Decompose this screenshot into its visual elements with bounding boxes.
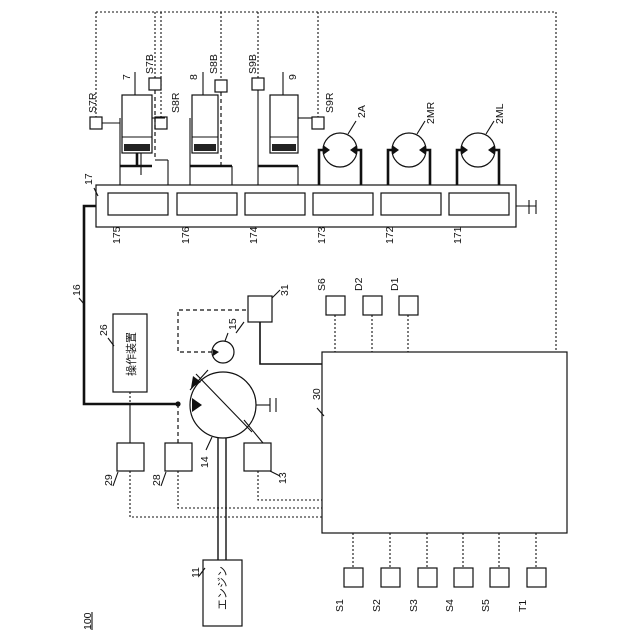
sensor-s1: S1 xyxy=(334,533,363,612)
sensor-s4-label: S4 xyxy=(444,599,456,612)
sensor-s7r-label: S7R xyxy=(87,92,99,113)
sensor-s5: S5 xyxy=(480,533,509,612)
spool-173-label: 173 xyxy=(316,226,328,244)
engine-ref: 11 xyxy=(190,567,202,578)
boom-cylinder-label: 7 xyxy=(121,74,133,80)
regulator-label: 31 xyxy=(279,284,291,296)
motor-2mr: 2MR xyxy=(388,101,437,185)
sensor-13: 13 xyxy=(244,420,322,500)
sensor-s3-label: S3 xyxy=(408,599,420,612)
pilot-pump-label: 15 xyxy=(227,318,239,330)
line-16-label: 16 xyxy=(71,284,83,296)
motor-2ml-label: 2ML xyxy=(494,103,506,124)
pilot-pump: 15 xyxy=(178,310,254,363)
sensor-s7r: S7R xyxy=(87,92,120,129)
engine-name: エンジン xyxy=(216,566,229,610)
sensor-s9r: S9R xyxy=(312,92,336,129)
sensor-s4: S4 xyxy=(444,533,473,612)
sensor-s1-label: S1 xyxy=(334,599,346,612)
sensor-13-label: 13 xyxy=(277,472,289,484)
main-pump-label: 14 xyxy=(199,456,211,468)
sensor-s9b-label: S9B xyxy=(247,54,259,74)
sensor-s7b: S7B xyxy=(144,54,161,90)
sensor-d2-label: D2 xyxy=(353,277,365,291)
spool-176-label: 176 xyxy=(180,226,192,244)
sensor-s8b-label: S8B xyxy=(208,54,220,74)
sensor-s8r: S8R xyxy=(155,92,182,129)
sensor-d2: D2 xyxy=(353,277,382,352)
sensor-s6: S6 xyxy=(316,278,345,352)
sensor-s9b: S9B xyxy=(247,54,264,90)
sensor-s8b: S8B xyxy=(208,54,227,92)
controller-label: 30 xyxy=(311,388,323,400)
arm-cylinder-label: 8 xyxy=(188,74,200,80)
spool-171-label: 171 xyxy=(452,226,464,244)
sensor-s2-label: S2 xyxy=(371,599,383,612)
motor-2a-label: 2A xyxy=(356,105,368,118)
operation-device-name: 操作装置 xyxy=(124,332,138,376)
motor-2a: 2A xyxy=(319,105,368,185)
sensor-s8r-label: S8R xyxy=(170,92,182,113)
motor-2ml: 2ML xyxy=(457,103,506,185)
bucket-cylinder-label: 9 xyxy=(287,74,299,80)
sensor-t1-label: T1 xyxy=(517,600,529,612)
sensor-s7b-label: S7B xyxy=(144,54,156,74)
sensor-s9r-label: S9R xyxy=(324,92,336,113)
sensor-t1: T1 xyxy=(517,533,546,612)
control-valve-block: 17 175 176 174 173 172 171 xyxy=(83,173,536,244)
sensor-s2: S2 xyxy=(371,533,400,612)
engine: エンジン 11 xyxy=(190,560,242,626)
regulator: 31 xyxy=(236,284,322,364)
motor-2mr-label: 2MR xyxy=(425,101,437,124)
sensor-d1-label: D1 xyxy=(389,277,401,291)
spool-175-label: 175 xyxy=(111,226,123,244)
controller: 30 xyxy=(311,352,567,533)
bucket-cylinder: 9 xyxy=(258,72,312,185)
operation-device-ref: 26 xyxy=(98,324,110,336)
spool-172-label: 172 xyxy=(384,226,396,244)
spool-174-label: 174 xyxy=(248,226,260,244)
operation-device: 操作装置 26 xyxy=(98,314,147,392)
sensor-s6-label: S6 xyxy=(316,278,328,291)
sensor-s3: S3 xyxy=(408,533,437,612)
sensor-s5-label: S5 xyxy=(480,599,492,612)
sensor-d1: D1 xyxy=(389,277,418,352)
valve-block-label: 17 xyxy=(83,173,95,185)
